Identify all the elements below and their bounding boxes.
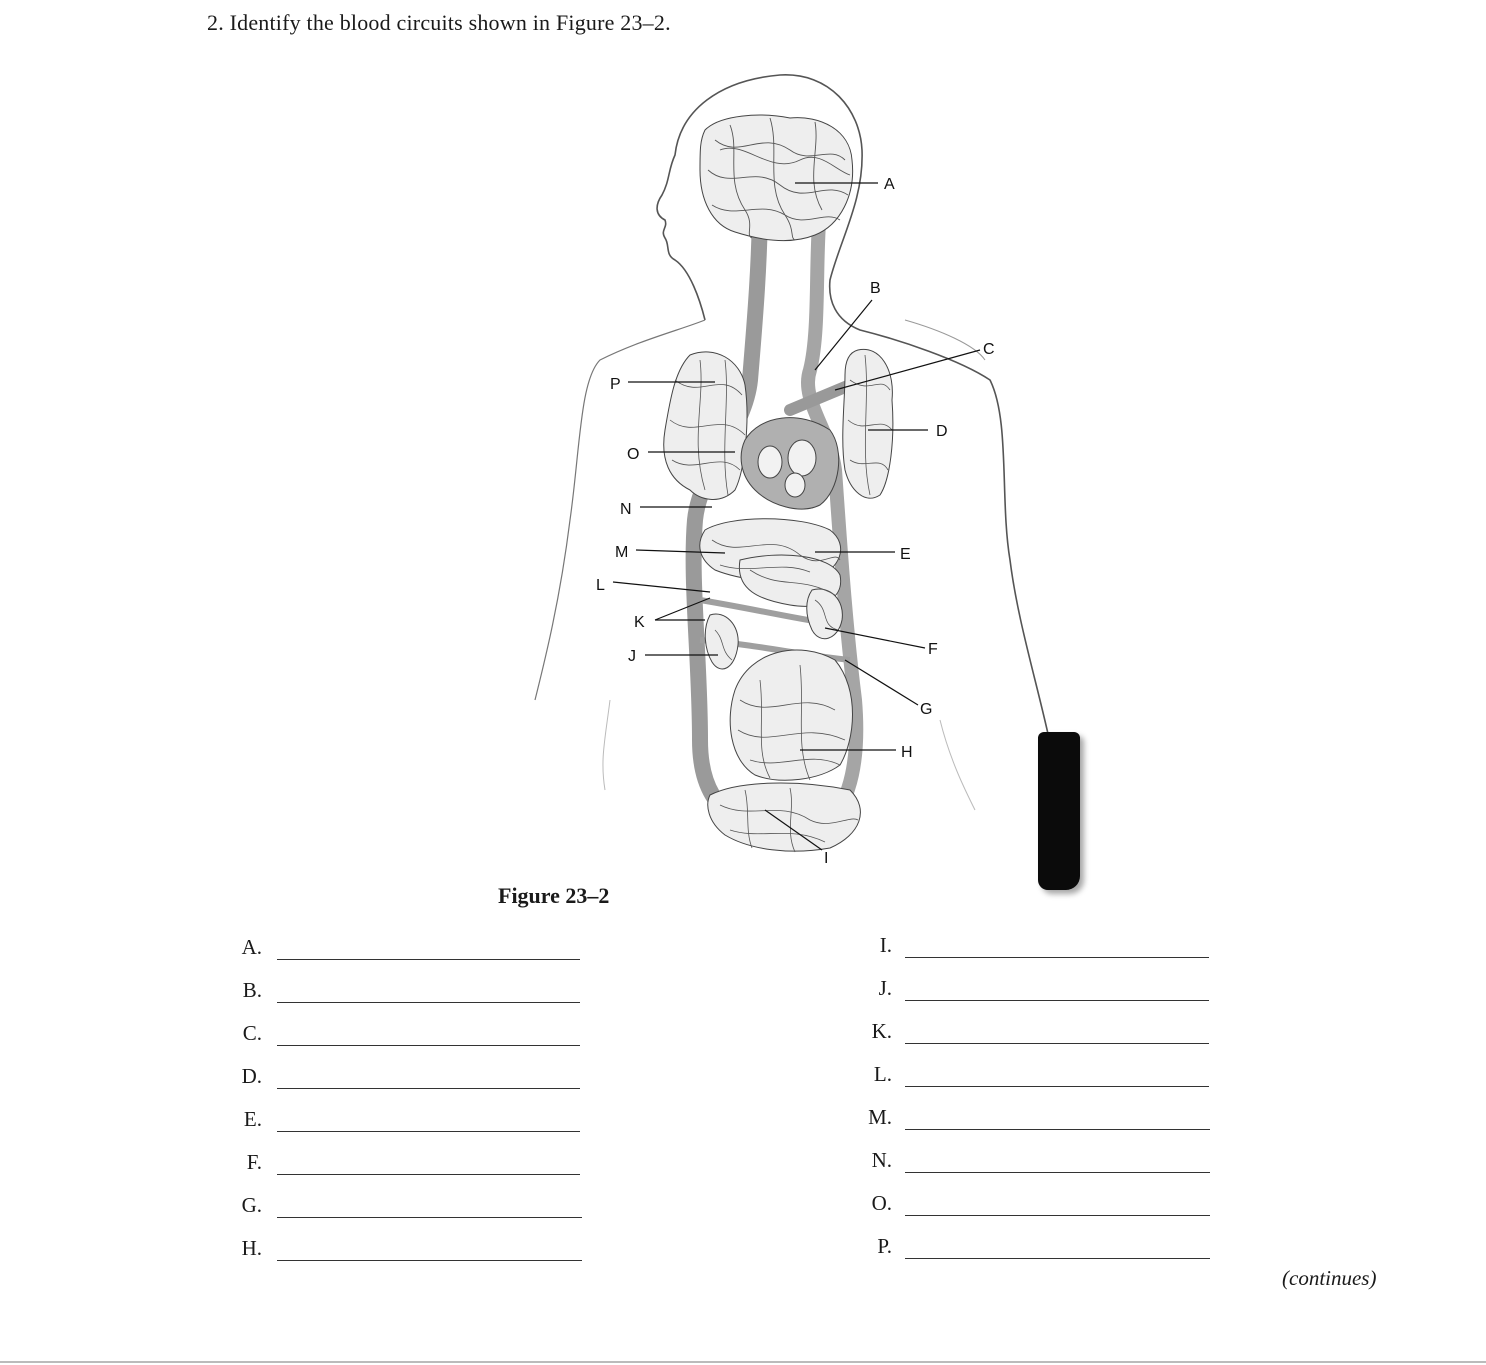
answer-letter: O.	[871, 1191, 892, 1215]
answer-blank[interactable]	[277, 1260, 582, 1261]
pelvic-bed	[707, 782, 861, 852]
label-G: G	[920, 701, 932, 718]
answer-letter: M.	[868, 1105, 892, 1129]
answer-blank[interactable]	[277, 1174, 580, 1175]
label-B: B	[870, 280, 881, 297]
label-H: H	[901, 744, 913, 761]
answer-letter: A.	[241, 935, 262, 959]
label-O: O	[627, 446, 639, 463]
answer-letter: L.	[873, 1062, 892, 1086]
answer-blank[interactable]	[905, 1043, 1209, 1044]
answer-letter: F.	[246, 1150, 262, 1174]
label-J: J	[628, 648, 636, 665]
body-outline-left	[534, 319, 706, 701]
answer-blank[interactable]	[905, 1129, 1210, 1130]
heart	[740, 417, 840, 510]
answer-blank[interactable]	[905, 1000, 1209, 1001]
intestines	[729, 649, 853, 781]
answer-letter: K.	[871, 1019, 892, 1043]
left-lung	[842, 348, 894, 499]
label-L: L	[596, 577, 605, 594]
label-C: C	[983, 341, 995, 358]
label-A: A	[884, 176, 895, 193]
label-M: M	[615, 544, 628, 561]
label-N: N	[620, 501, 632, 518]
answer-letter: B.	[242, 978, 262, 1002]
continues-note: (continues)	[1282, 1266, 1377, 1290]
answer-letter: E.	[243, 1107, 262, 1131]
answer-blank[interactable]	[277, 1217, 582, 1218]
label-E: E	[900, 546, 911, 563]
figure-caption: Figure 23–2	[498, 883, 610, 908]
answer-blank[interactable]	[277, 1131, 580, 1132]
circulation-figure: A B C D E F G H I J K L M N O P	[534, 74, 1061, 867]
answer-blank[interactable]	[277, 1002, 580, 1003]
page-bottom-rule	[0, 1361, 1486, 1363]
answer-letter: I.	[879, 933, 892, 957]
answer-blank[interactable]	[905, 957, 1209, 958]
answer-letter: J.	[878, 976, 892, 1000]
answer-letter: P.	[877, 1234, 892, 1258]
answer-letter: H.	[241, 1236, 262, 1260]
answer-blank[interactable]	[905, 1172, 1210, 1173]
answer-letter: N.	[871, 1148, 892, 1172]
answer-blank[interactable]	[277, 959, 580, 960]
label-F: F	[928, 641, 938, 658]
label-P: P	[610, 376, 621, 393]
answer-letter: G.	[241, 1193, 262, 1217]
label-K: K	[634, 614, 645, 631]
question-text: 2. Identify the blood circuits shown in …	[207, 10, 671, 35]
vena-cava	[685, 192, 768, 828]
answer-letter: C.	[242, 1021, 262, 1045]
answer-blank[interactable]	[905, 1215, 1210, 1216]
aorta	[801, 203, 864, 827]
answer-blank[interactable]	[905, 1258, 1210, 1259]
label-D: D	[936, 423, 948, 440]
answer-blank[interactable]	[905, 1086, 1209, 1087]
redacted-copyright-mark	[1038, 732, 1080, 890]
answer-blank[interactable]	[277, 1088, 580, 1089]
brain-capillaries	[699, 114, 854, 242]
answer-blank[interactable]	[277, 1045, 580, 1046]
label-I: I	[824, 850, 828, 867]
answer-letter: D.	[241, 1064, 262, 1088]
body-outline	[656, 74, 1061, 801]
